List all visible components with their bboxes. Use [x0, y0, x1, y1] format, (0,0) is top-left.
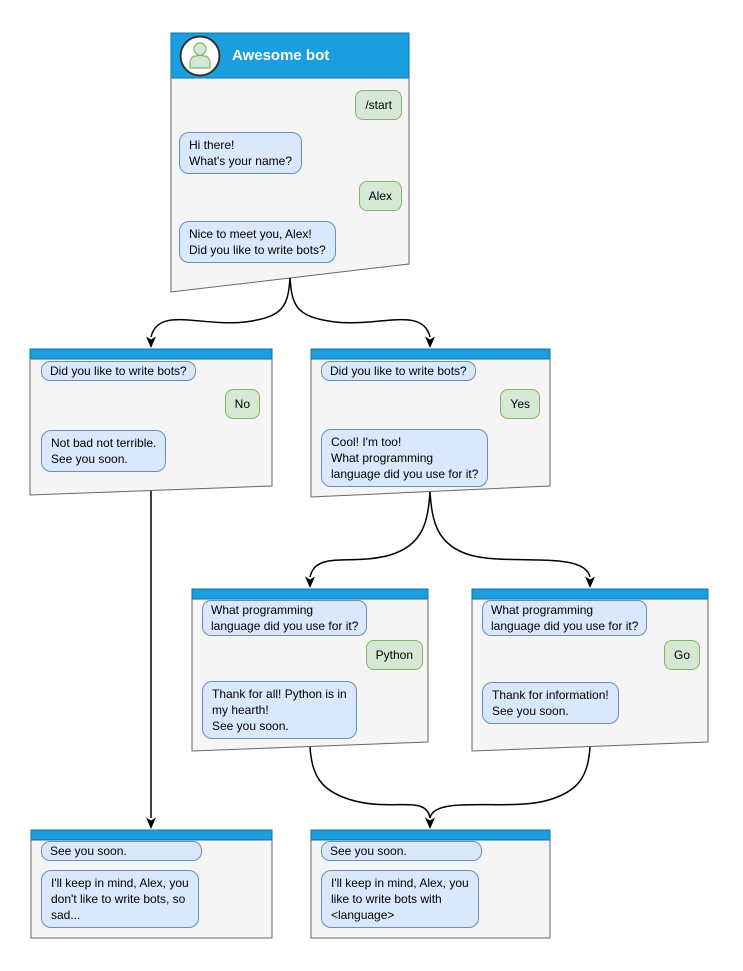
start-command-button[interactable]: /start [355, 90, 402, 120]
branch-no-window-header [29, 348, 273, 360]
bot-reply-message: Thank for information! See you soon. [482, 682, 619, 724]
window-title: Awesome bot [232, 47, 330, 64]
answer-no-button[interactable]: No [224, 389, 260, 419]
arrowhead-icon [146, 336, 156, 348]
end-yes-window-header [310, 829, 551, 841]
bot-reply-message: I'll keep in mind, Alex, you don't like … [41, 870, 199, 928]
arrowhead-icon [585, 576, 595, 588]
bot-ask-bots-message: Nice to meet you, Alex! Did you like to … [179, 221, 336, 263]
bot-reply-message: Not bad not terrible. See you soon. [41, 430, 167, 472]
answer-python-button[interactable]: Python [365, 640, 423, 670]
bot-greeting-message: Hi there! What's your name? [179, 132, 303, 174]
end-no-window-header [30, 829, 273, 841]
user-name-button[interactable]: Alex [358, 181, 402, 211]
bot-reply-message: Thank for all! Python is in my hearth! S… [202, 681, 357, 739]
answer-yes-button[interactable]: Yes [500, 389, 540, 419]
avatar [179, 35, 221, 77]
arrowhead-icon [425, 817, 435, 829]
arrowhead-icon [146, 817, 156, 829]
arrowhead-icon [425, 336, 435, 348]
bot-reply-message: Cool! I'm too! What programming language… [321, 429, 489, 487]
context-question-chip: See you soon. [41, 841, 202, 861]
answer-go-button[interactable]: Go [663, 640, 700, 670]
branch-go-window-header [471, 588, 709, 600]
connector-yes-to-go [429, 491, 591, 578]
context-question-chip: See you soon. [321, 841, 482, 861]
arrowhead-icon [305, 576, 315, 588]
person-icon [179, 35, 221, 77]
connector-root-to-no [150, 277, 291, 338]
branch-python-window-header [191, 588, 429, 600]
context-question-chip: What programming language did you use fo… [202, 600, 368, 636]
connector-yes-to-python [309, 491, 431, 578]
context-question-chip: What programming language did you use fo… [482, 600, 648, 636]
connector-root-to-yes [289, 277, 431, 338]
context-question-chip: Did you like to write bots? [321, 361, 476, 381]
connector-python-to-end [309, 746, 431, 819]
bot-reply-message: I'll keep in mind, Alex, you like to wri… [321, 870, 479, 928]
branch-yes-window-header [310, 348, 551, 360]
context-question-chip: Did you like to write bots? [41, 361, 196, 381]
connector-go-to-end [429, 746, 591, 819]
